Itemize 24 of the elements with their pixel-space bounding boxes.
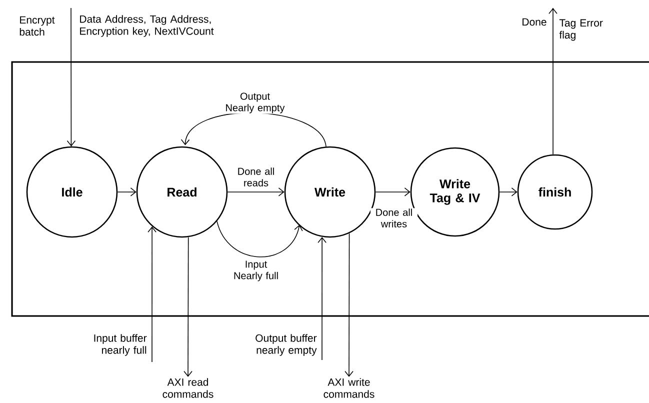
- signal-label: Input buffer nearly full: [94, 334, 147, 356]
- arrow: [375, 188, 410, 196]
- arrow: [216, 220, 303, 258]
- signal-label: AXI write commands: [324, 378, 374, 398]
- arrow: [227, 188, 284, 196]
- signal-label: Data Address, Tag Address, Encryption key, NextIVCount: [80, 15, 214, 37]
- arrow: [66, 8, 76, 147]
- edge-label: Input Nearly full: [226, 260, 286, 282]
- arrow: [344, 232, 354, 377]
- edge-label: Done all reads: [230, 167, 282, 187]
- arrow: [117, 188, 136, 196]
- arrow: [499, 188, 518, 196]
- edge-label: Done all writes: [370, 208, 418, 228]
- signal-label: Done: [522, 18, 546, 26]
- system-frame: [11, 61, 649, 317]
- arrow: [184, 236, 192, 377]
- signal-label: AXI read commands: [162, 378, 214, 398]
- signal-label: Tag Error flag: [559, 19, 603, 41]
- edge-label: Output Nearly empty: [222, 92, 288, 114]
- arrow: [318, 236, 326, 360]
- arrow: [548, 8, 558, 155]
- signal-label: Output buffer nearly empty: [256, 334, 317, 356]
- signal-label: Encrypt batch: [20, 16, 55, 36]
- arrow: [148, 226, 156, 362]
